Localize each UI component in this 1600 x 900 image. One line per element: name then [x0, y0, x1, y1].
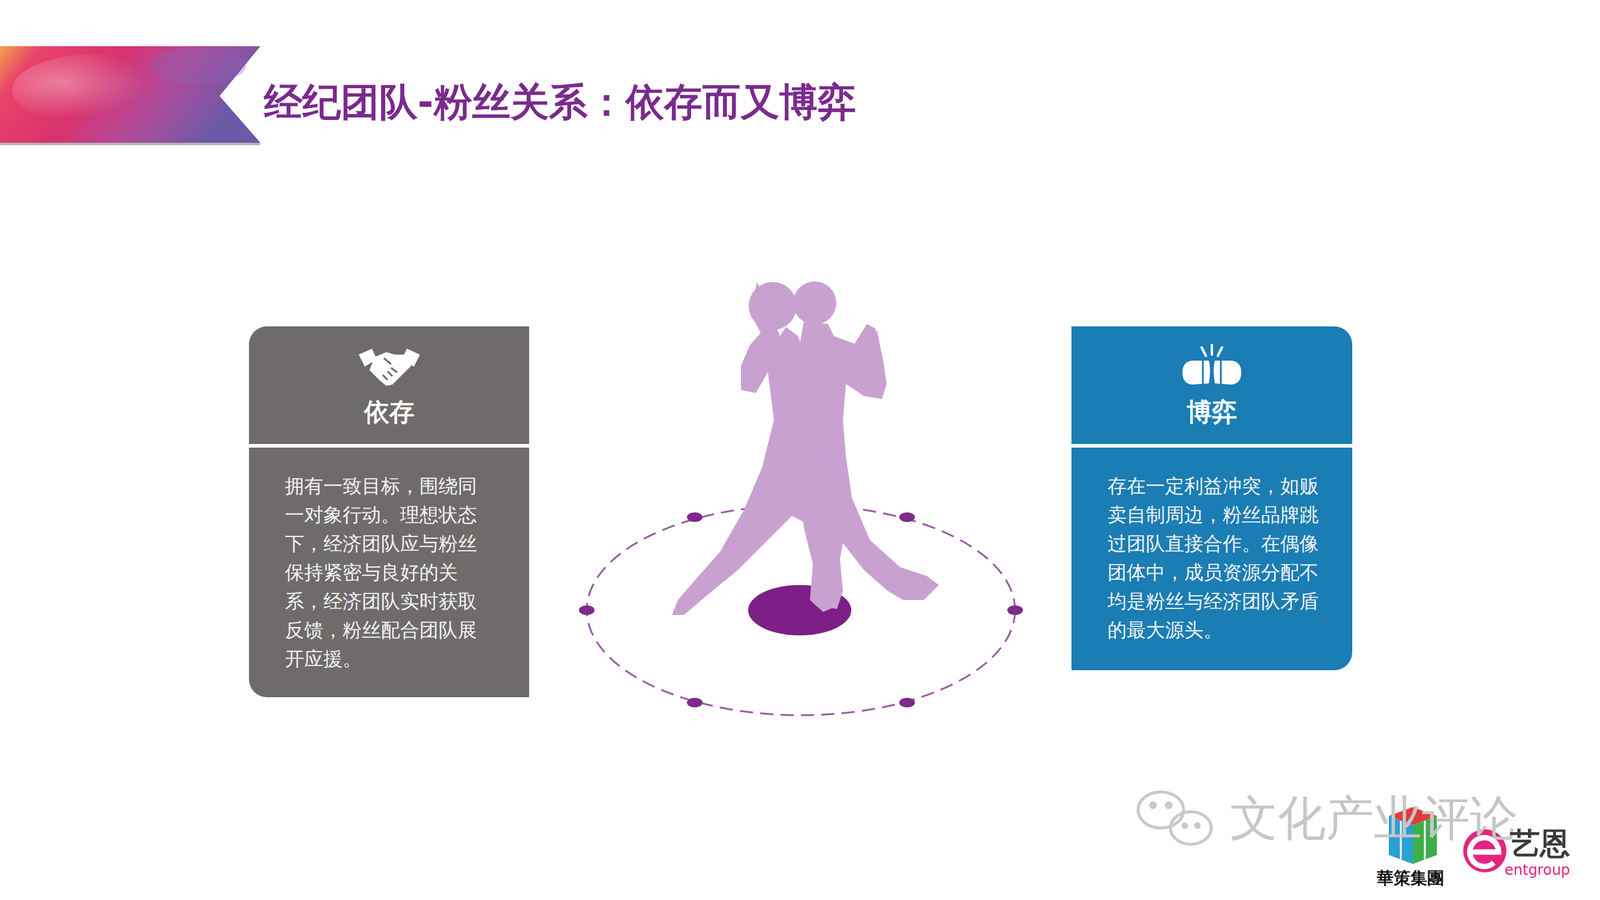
title-banner	[0, 46, 261, 143]
banner-underline	[0, 142, 261, 146]
dancers-silhouette	[671, 281, 939, 615]
card-body: 存在一定利益冲突，如贩卖自制周边，粉丝品牌跳过团队直接合作。在偶像团体中，成员资…	[1071, 447, 1353, 671]
card-heading: 博弈	[1186, 396, 1238, 428]
dashed-ring	[586, 505, 1016, 716]
info-card: 依存拥有一致目标，围绕同一对象行动。理想状态下，经济团队应与粉丝保持紧密与良好的…	[248, 326, 530, 698]
ring-dots	[578, 512, 1023, 708]
slide-title: 经纪团队-粉丝关系：依存而又博弈	[263, 76, 857, 128]
fist-bump-icon	[1178, 342, 1245, 391]
company-name: 華策集團	[1376, 868, 1445, 888]
card-text: 存在一定利益冲突，如贩卖自制周边，粉丝品牌跳过团队直接合作。在偶像团体中，成员资…	[1107, 471, 1319, 645]
handshake-icon	[356, 342, 423, 391]
brand-name-latin: entgroup	[1504, 861, 1571, 879]
card-text: 拥有一致目标，围绕同一对象行动。理想状态下，经济团队应与粉丝保持紧密与良好的关系…	[284, 471, 496, 674]
banner-blot	[149, 47, 246, 84]
card-header: 依存	[248, 326, 530, 444]
info-card: 博弈存在一定利益冲突，如贩卖自制周边，粉丝品牌跳过团队直接合作。在偶像团体中，成…	[1071, 326, 1353, 671]
watermark-text: 文化产业评论	[1229, 790, 1518, 846]
card-heading: 依存	[364, 396, 415, 428]
card-header: 博弈	[1071, 326, 1353, 444]
wechat-icon	[1138, 791, 1212, 845]
card-body: 拥有一致目标，围绕同一对象行动。理想状态下，经济团队应与粉丝保持紧密与良好的关系…	[248, 447, 530, 698]
brand-name: 艺恩	[1510, 826, 1571, 861]
